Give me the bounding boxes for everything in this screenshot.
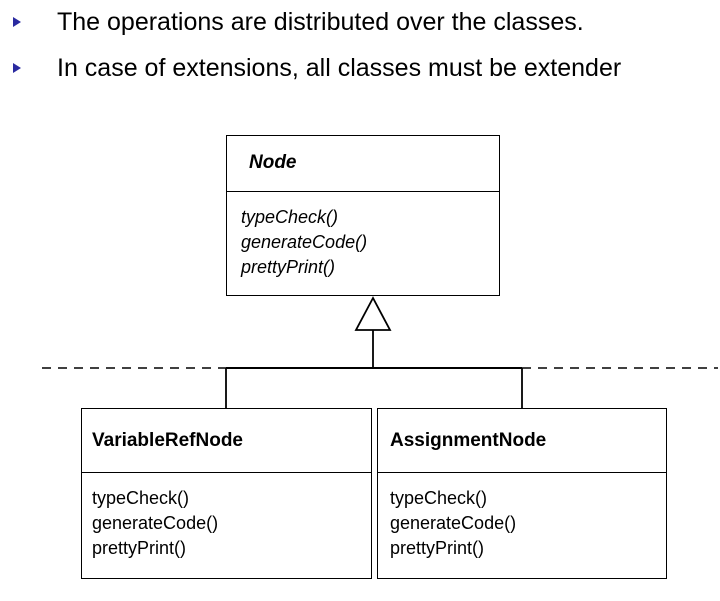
triangle-bullet-icon xyxy=(13,17,21,27)
uml-operations-list: typeCheck() generateCode() prettyPrint() xyxy=(82,486,371,561)
bullet-text: In case of extensions, all classes must … xyxy=(57,54,622,82)
triangle-bullet-icon xyxy=(13,63,21,73)
uml-operations-list: typeCheck() generateCode() prettyPrint() xyxy=(227,205,499,280)
uml-class-name: VariableRefNode xyxy=(82,409,371,473)
uml-operation: typeCheck() xyxy=(390,488,488,508)
uml-operation: generateCode() xyxy=(241,232,368,252)
bullet-item: In case of extensions, all classes must … xyxy=(0,49,720,89)
bullet-item: The operations are distributed over the … xyxy=(0,3,720,43)
uml-class-name: AssignmentNode xyxy=(378,409,666,473)
uml-operation: generateCode() xyxy=(92,513,219,533)
uml-class-node: Node typeCheck() generateCode() prettyPr… xyxy=(226,135,500,296)
uml-class-name: Node xyxy=(227,136,499,192)
uml-operations-list: typeCheck() generateCode() prettyPrint() xyxy=(378,486,666,561)
inheritance-triangle xyxy=(354,296,392,331)
uml-class-variablerefnode: VariableRefNode typeCheck() generateCode… xyxy=(81,408,372,579)
bullet-text: The operations are distributed over the … xyxy=(57,8,584,36)
uml-operation: generateCode() xyxy=(390,513,517,533)
uml-operation: typeCheck() xyxy=(92,488,190,508)
uml-operation: typeCheck() xyxy=(241,207,339,227)
uml-operation: prettyPrint() xyxy=(241,257,336,277)
uml-class-assignmentnode: AssignmentNode typeCheck() generateCode(… xyxy=(377,408,667,579)
uml-operation: prettyPrint() xyxy=(390,538,485,558)
uml-operation: prettyPrint() xyxy=(92,538,187,558)
